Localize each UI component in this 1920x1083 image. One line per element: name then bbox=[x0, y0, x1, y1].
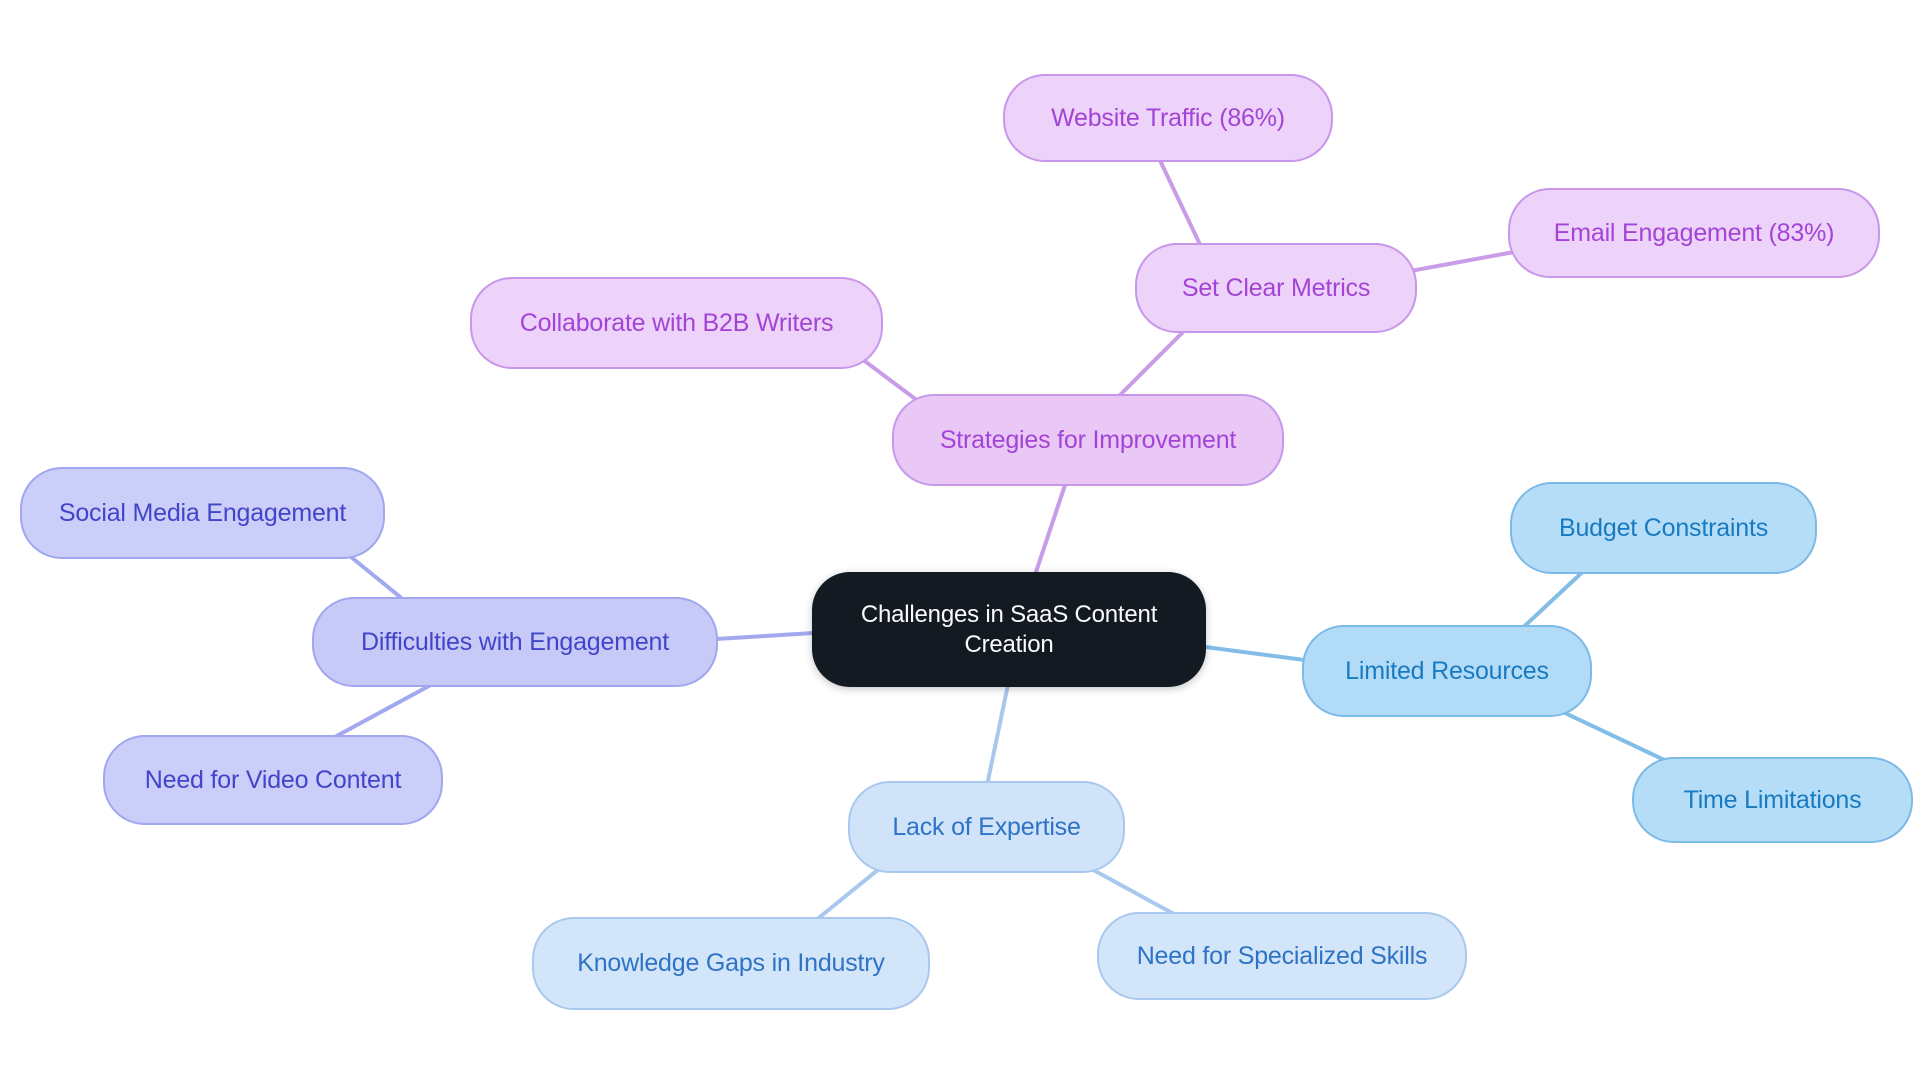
node-knowledge-gaps[interactable]: Knowledge Gaps in Industry bbox=[532, 917, 930, 1010]
node-budget-constraints[interactable]: Budget Constraints bbox=[1510, 482, 1817, 574]
node-time-limitations[interactable]: Time Limitations bbox=[1632, 757, 1913, 843]
node-website-traffic[interactable]: Website Traffic (86%) bbox=[1003, 74, 1333, 162]
node-specialized-skills-label: Need for Specialized Skills bbox=[1136, 941, 1428, 970]
node-lack-of-expertise-label: Lack of Expertise bbox=[892, 812, 1081, 841]
node-specialized-skills[interactable]: Need for Specialized Skills bbox=[1097, 912, 1467, 1000]
node-set-clear-metrics[interactable]: Set Clear Metrics bbox=[1135, 243, 1417, 333]
node-limited-resources-label: Limited Resources bbox=[1345, 656, 1549, 685]
node-knowledge-gaps-label: Knowledge Gaps in Industry bbox=[577, 949, 885, 977]
edge-difficulties-video-content bbox=[318, 678, 442, 747]
edge-set-metrics-website-traffic bbox=[1153, 148, 1207, 257]
edge-central-strategies bbox=[1028, 468, 1072, 592]
node-central-challenges-label: Challenges in SaaS Content Creation bbox=[860, 600, 1158, 658]
node-time-limitations-label: Time Limitations bbox=[1683, 785, 1862, 814]
node-need-video-content[interactable]: Need for Video Content bbox=[103, 735, 443, 825]
node-email-engagement[interactable]: Email Engagement (83%) bbox=[1508, 188, 1880, 278]
node-strategies-improvement-label: Strategies for Improvement bbox=[939, 425, 1237, 454]
node-social-media-engagement[interactable]: Social Media Engagement bbox=[20, 467, 385, 559]
node-lack-of-expertise[interactable]: Lack of Expertise bbox=[848, 781, 1125, 873]
node-social-media-engagement-label: Social Media Engagement bbox=[58, 498, 347, 527]
node-difficulties-engagement[interactable]: Difficulties with Engagement bbox=[312, 597, 718, 687]
edge-limited-time bbox=[1546, 703, 1677, 767]
edge-limited-budget bbox=[1513, 563, 1592, 637]
edge-set-metrics-email-engagement bbox=[1403, 248, 1527, 274]
node-collaborate-b2b-writers-label: Collaborate with B2B Writers bbox=[519, 308, 834, 337]
node-website-traffic-label: Website Traffic (86%) bbox=[1051, 103, 1285, 132]
node-strategies-improvement[interactable]: Strategies for Improvement bbox=[892, 394, 1284, 486]
node-budget-constraints-label: Budget Constraints bbox=[1558, 513, 1769, 542]
node-need-video-content-label: Need for Video Content bbox=[144, 765, 402, 794]
edge-central-difficulties bbox=[698, 630, 832, 642]
node-limited-resources[interactable]: Limited Resources bbox=[1302, 625, 1592, 717]
node-central-challenges[interactable]: Challenges in SaaS Content Creation bbox=[812, 572, 1206, 687]
edge-central-limited-resources bbox=[1188, 643, 1322, 664]
edge-central-lack-expertise bbox=[983, 673, 1012, 797]
node-email-engagement-label: Email Engagement (83%) bbox=[1553, 218, 1835, 247]
node-set-clear-metrics-label: Set Clear Metrics bbox=[1181, 273, 1371, 302]
node-collaborate-b2b-writers[interactable]: Collaborate with B2B Writers bbox=[470, 277, 883, 369]
node-difficulties-engagement-label: Difficulties with Engagement bbox=[361, 627, 669, 656]
edge-strategies-set-metrics bbox=[1108, 318, 1197, 407]
